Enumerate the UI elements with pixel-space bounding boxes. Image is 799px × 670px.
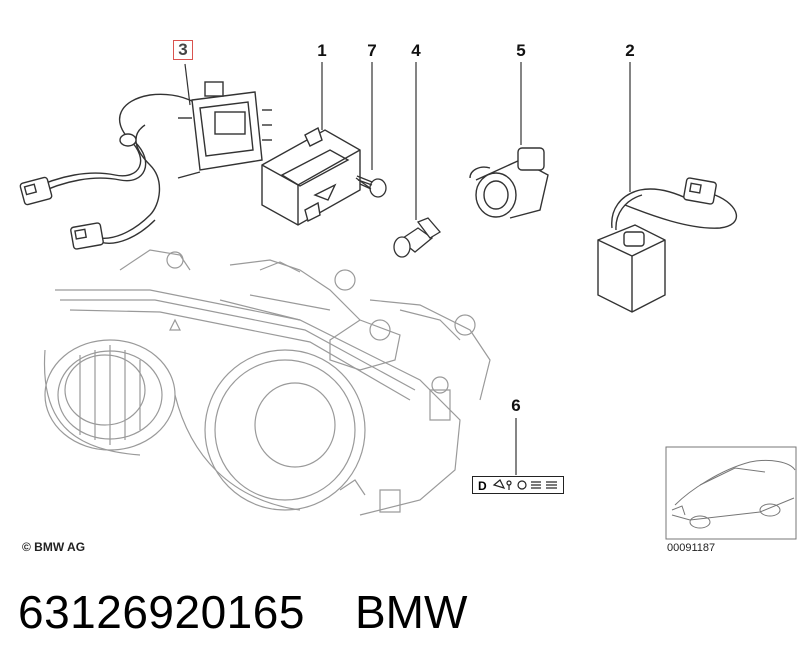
wiring-harness-part-3: [19, 81, 272, 250]
part-number: 63126920165: [18, 586, 305, 638]
warning-label: D: [472, 476, 564, 494]
image-number: 00091187: [667, 542, 716, 554]
callout-part-6[interactable]: 6: [511, 396, 521, 415]
ballast-part-2: [597, 177, 738, 313]
callout-part-7[interactable]: 7: [367, 41, 377, 60]
bulb-socket-part-5: [469, 147, 549, 219]
bulb-part-4: [393, 217, 441, 258]
copyright-text: © BMW AG: [22, 540, 86, 554]
callout-part-1[interactable]: 1: [317, 41, 327, 60]
label-letter: D: [478, 479, 487, 493]
warning-label-part-6: [492, 479, 557, 490]
callout-part-4[interactable]: 4: [411, 41, 421, 60]
callout-part-3[interactable]: 3: [173, 40, 193, 60]
vehicle-thumbnail: [665, 446, 797, 540]
headlight-housing: [43, 249, 491, 516]
control-unit-part-1: [261, 126, 361, 226]
callout-part-5[interactable]: 5: [516, 41, 526, 60]
callout-part-2[interactable]: 2: [625, 41, 635, 60]
screw-part-7: [355, 175, 387, 198]
brand-name: BMW: [355, 586, 468, 638]
